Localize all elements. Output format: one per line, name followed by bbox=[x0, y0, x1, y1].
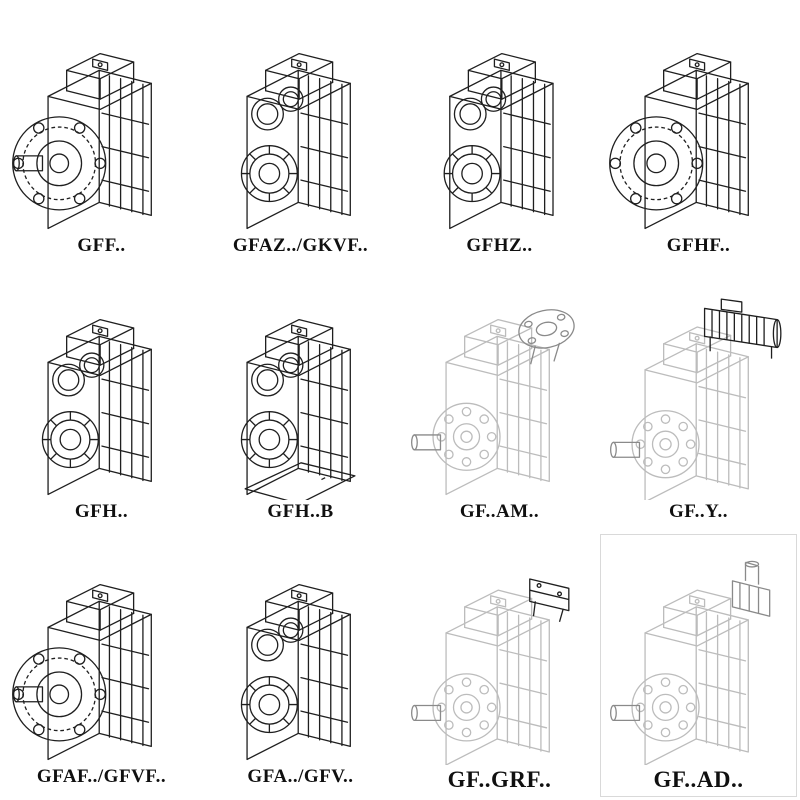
model-label: GFAF../GFVF.. bbox=[36, 766, 167, 788]
model-label: GFA../GFV.. bbox=[247, 766, 354, 788]
model-label: GFHZ.. bbox=[466, 235, 533, 257]
model-label: GFHF.. bbox=[666, 235, 731, 257]
catalog-cell-gfhf: GFHF.. bbox=[599, 2, 798, 267]
model-label: GFAZ../GKVF.. bbox=[232, 235, 369, 257]
flange-output-gearbox-icon bbox=[11, 53, 152, 230]
catalog-cell-gff: GFF.. bbox=[2, 2, 201, 267]
model-label: GFH..B bbox=[267, 500, 334, 522]
model-label: GF..Y.. bbox=[668, 500, 729, 522]
catalog-cell-gfa-gfv: GFA../GFV.. bbox=[201, 533, 400, 798]
phantom-gearbox-top-bracket-icon bbox=[410, 578, 569, 765]
model-label: GF..AM.. bbox=[459, 500, 540, 522]
catalog-cell-gfaf-gfvf: GFAF../GFVF.. bbox=[2, 533, 201, 798]
phantom-gearbox-shaft-adapter-icon bbox=[609, 560, 770, 765]
model-label: GFF.. bbox=[77, 235, 126, 257]
flange-output-gearbox-icon bbox=[11, 584, 152, 761]
catalog-cell-gf-am: GF..AM.. bbox=[400, 267, 599, 532]
bore-face-gearbox-icon bbox=[240, 584, 351, 761]
model-label: GFH.. bbox=[74, 500, 129, 522]
phantom-gearbox-with-motor-icon bbox=[609, 298, 781, 500]
flange-hollow-gearbox-icon bbox=[608, 53, 749, 230]
model-label: GF..GRF.. bbox=[447, 766, 552, 792]
bore-face-gearbox-icon bbox=[240, 53, 351, 230]
bore-face-gearbox-icon bbox=[443, 53, 554, 230]
catalog-cell-gf-y: GF..Y.. bbox=[599, 267, 798, 532]
catalog-cell-gfh: GFH.. bbox=[2, 267, 201, 532]
model-label: GF..AD.. bbox=[653, 766, 744, 792]
catalog-cell-gfh-b: GFH..B bbox=[201, 267, 400, 532]
phantom-gearbox-input-flange-icon bbox=[410, 304, 578, 495]
catalog-cell-gf-grf: GF..GRF.. bbox=[400, 533, 599, 798]
foot-mounted-gearbox-icon bbox=[240, 318, 356, 500]
catalog-cell-gf-ad: GF..AD.. bbox=[599, 533, 798, 798]
bore-face-gearbox-icon bbox=[41, 318, 152, 495]
catalog-cell-gfhz: GFHZ.. bbox=[400, 2, 599, 267]
catalog-cell-gfaz-gkvf: GFAZ../GKVF.. bbox=[201, 2, 400, 267]
